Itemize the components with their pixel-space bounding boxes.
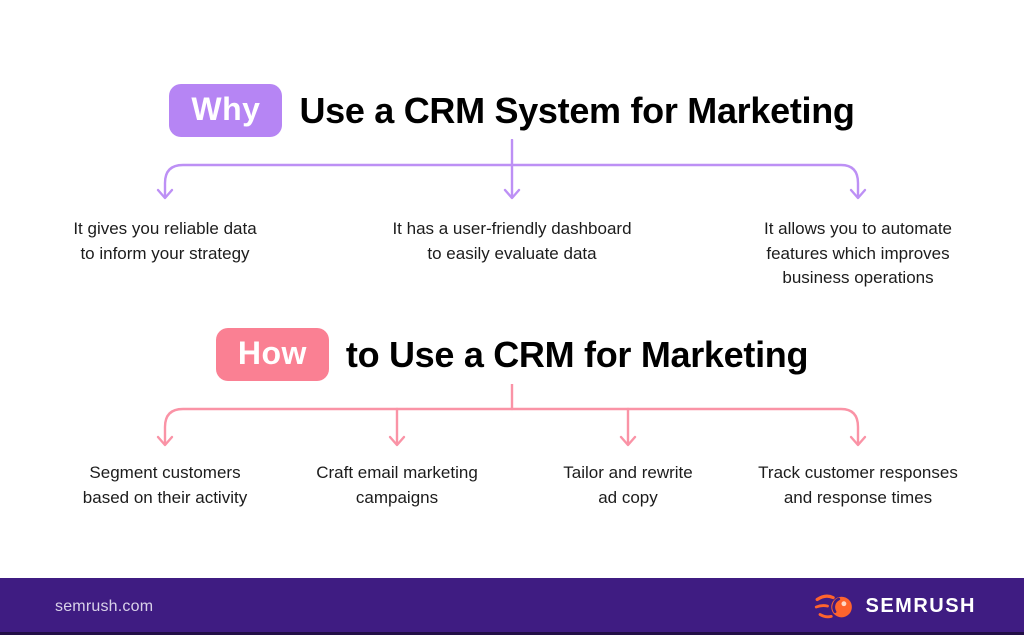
why-badge: Why [169, 84, 283, 137]
why-item-reliable-data: It gives you reliable data to inform you… [73, 219, 257, 263]
why-item-automation: It allows you to automate features which… [763, 219, 953, 287]
how-item-email-campaigns: Craft email marketing campaigns [316, 463, 478, 507]
semrush-logo-text: SEMRUSH [865, 595, 976, 617]
how-item-track-responses: Track customer responses and response ti… [758, 463, 958, 507]
how-branch-connector [0, 384, 1024, 454]
how-badge: How [215, 328, 329, 381]
semrush-fireball-icon [815, 594, 853, 618]
why-section-header: Why Use a CRM System for Marketing [0, 84, 1024, 137]
how-arrows-graphic [156, 384, 867, 447]
why-section-title: Use a CRM System for Marketing [299, 89, 855, 131]
footer-website-url: semrush.com [55, 597, 154, 615]
why-arrows-graphic [156, 139, 867, 200]
why-branch-connector [0, 139, 1024, 205]
how-item-ad-copy: Tailor and rewrite ad copy [563, 463, 693, 507]
why-item-dashboard: It has a user-friendly dashboard to easi… [392, 219, 632, 263]
semrush-logo: SEMRUSH [814, 592, 976, 622]
how-section-title: to Use a CRM for Marketing [345, 333, 809, 375]
footer-bar: semrush.com SEMRUSH [0, 578, 1024, 635]
how-item-segment-customers: Segment customers based on their activit… [82, 463, 248, 507]
how-section-header: How to Use a CRM for Marketing [0, 328, 1024, 381]
